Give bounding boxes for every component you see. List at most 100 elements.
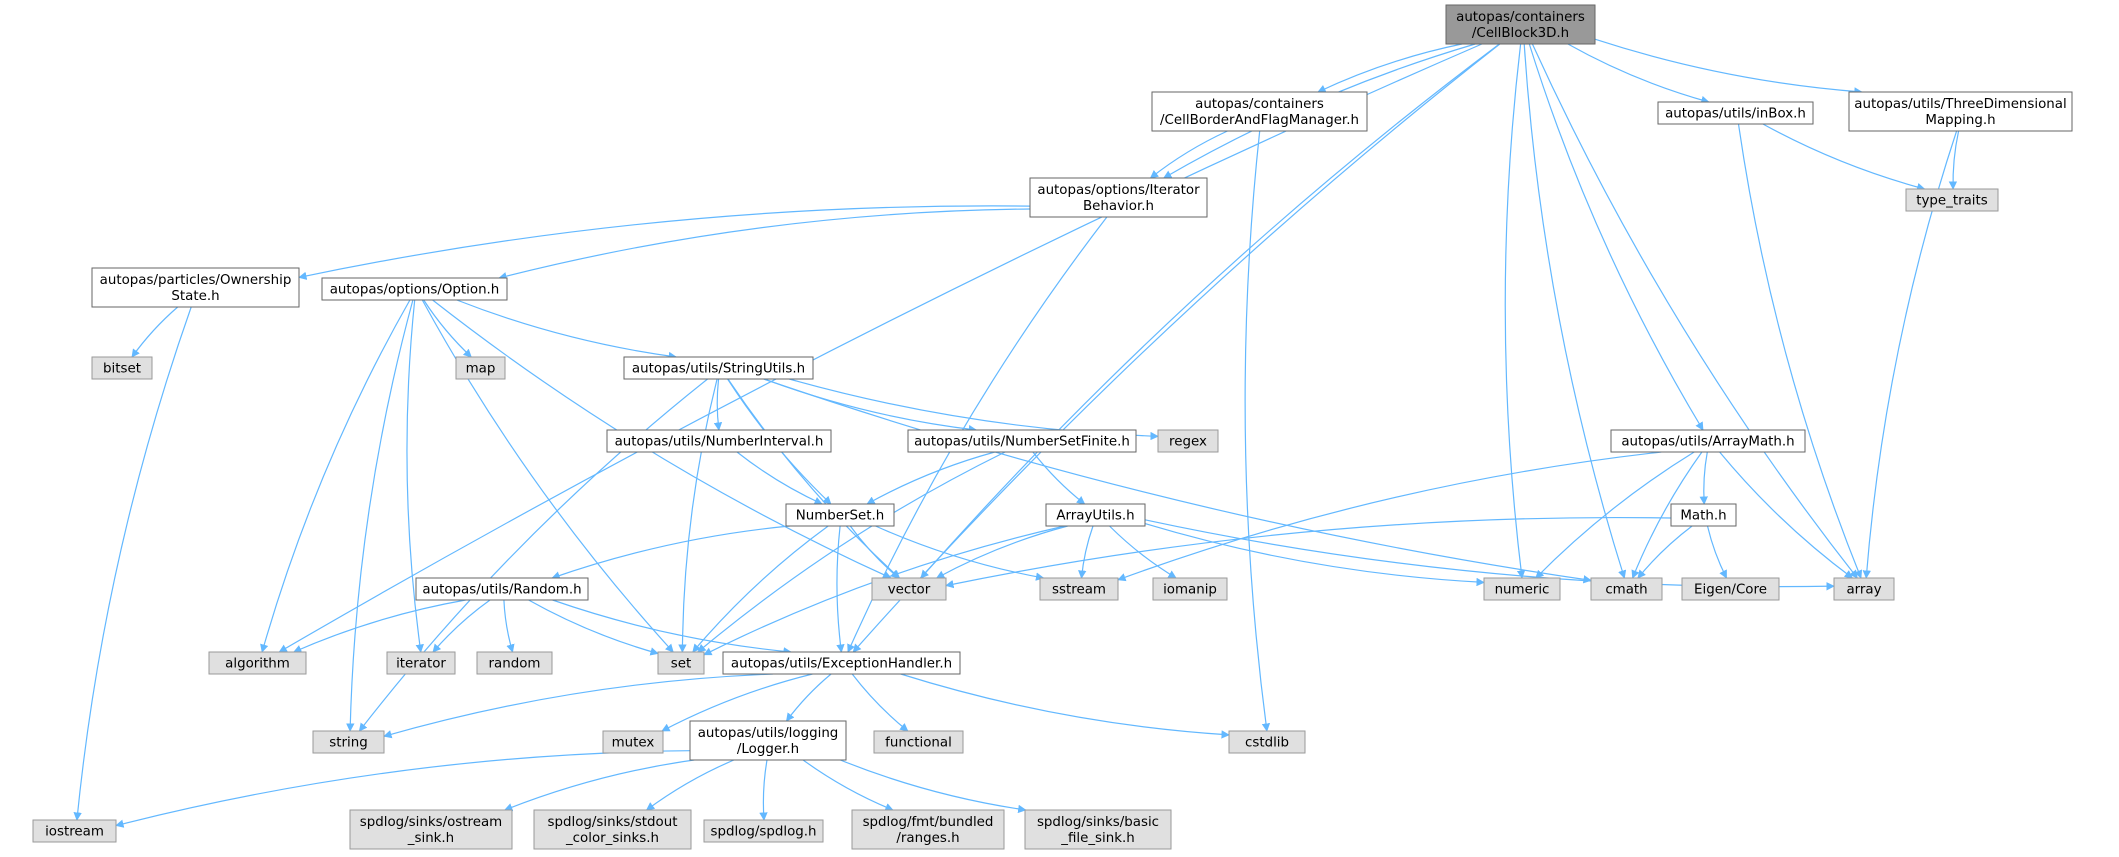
- node-box: [722, 651, 961, 675]
- node-label: functional: [885, 736, 952, 751]
- node-box: [476, 651, 553, 675]
- edge-root-to-cmath: [1523, 43, 1627, 579]
- node-ostream_sink: spdlog/sinks/ostream_sink.h: [349, 809, 513, 850]
- edge-random_h-to-algorithm: [293, 599, 466, 653]
- node-cellborder[interactable]: autopas/containers/CellBorderAndFlagMana…: [1151, 91, 1368, 132]
- edge-exhandler-to-mutex: [661, 673, 813, 732]
- node-box: [1039, 577, 1119, 601]
- node-box: [1657, 101, 1814, 125]
- node-box: [873, 730, 964, 754]
- nodes-layer: autopas/containers/CellBlock3D.h autopas/…: [32, 4, 2073, 850]
- node-root[interactable]: autopas/containers/CellBlock3D.h: [1445, 4, 1596, 45]
- edge-option-to-stringutils: [456, 299, 678, 361]
- edge-math-to-eigen: [1706, 525, 1728, 579]
- node-numberset[interactable]: NumberSet.h: [785, 503, 895, 527]
- edge-cellborder-to-iterbeh: [1149, 130, 1228, 179]
- node-label: Eigen/Core: [1694, 583, 1767, 598]
- node-iostream: iostream: [32, 819, 117, 843]
- node-box: [606, 429, 832, 453]
- node-box: [1590, 577, 1663, 601]
- edge-logger-to-spdlog: [759, 759, 768, 821]
- node-math[interactable]: Math.h: [1670, 503, 1737, 527]
- node-label: ArrayUtils.h: [1056, 509, 1134, 524]
- node-stringutils[interactable]: autopas/utils/StringUtils.h: [623, 356, 814, 380]
- edge-ownership-to-iostream: [73, 306, 192, 821]
- node-box: [415, 577, 589, 601]
- edge-random_h-to-set: [528, 599, 659, 656]
- node-label: autopas/utils/ArrayMath.h: [1621, 435, 1794, 450]
- edge-stringutils-to-string: [358, 378, 708, 732]
- edge-arrayutils-to-numeric: [1144, 523, 1485, 587]
- node-label: State.h: [171, 289, 219, 304]
- node-label: _sink.h: [407, 831, 454, 846]
- node-option[interactable]: autopas/options/Option.h: [321, 277, 508, 301]
- node-numinterval[interactable]: autopas/utils/NumberInterval.h: [606, 429, 832, 453]
- node-box: [1228, 730, 1306, 754]
- node-label: spdlog/sinks/stdout: [548, 815, 678, 830]
- node-label: numeric: [1495, 583, 1550, 598]
- node-label: spdlog/sinks/ostream: [360, 815, 502, 830]
- node-label: Behavior.h: [1083, 199, 1154, 214]
- node-box: [208, 651, 307, 675]
- node-box: [32, 819, 117, 843]
- node-algorithm: algorithm: [208, 651, 307, 675]
- node-exhandler[interactable]: autopas/utils/ExceptionHandler.h: [722, 651, 961, 675]
- node-stdout_sinks: spdlog/sinks/stdout_color_sinks.h: [533, 809, 692, 850]
- node-box: [1483, 577, 1561, 601]
- node-label: iterator: [396, 657, 446, 672]
- node-fmt_ranges: spdlog/fmt/bundled/ranges.h: [851, 809, 1005, 850]
- edge-stringutils-to-vector: [727, 378, 901, 579]
- node-label: autopas/utils/Random.h: [422, 583, 581, 598]
- node-box: [1670, 503, 1737, 527]
- node-label: /CellBorderAndFlagManager.h: [1160, 113, 1359, 128]
- node-arrayutils[interactable]: ArrayUtils.h: [1045, 503, 1146, 527]
- edge-numberset-to-random_h: [551, 525, 790, 580]
- node-regex: regex: [1157, 429, 1219, 453]
- edge-logger-to-basic_sink: [840, 759, 1027, 814]
- node-logger[interactable]: autopas/utils/logging/Logger.h: [689, 720, 847, 761]
- node-label: NumberSet.h: [796, 509, 885, 524]
- node-numsetfinite[interactable]: autopas/utils/NumberSetFinite.h: [907, 429, 1137, 453]
- edge-math-to-cmath: [1637, 525, 1693, 579]
- node-inbox[interactable]: autopas/utils/inBox.h: [1657, 101, 1814, 125]
- node-box: [657, 651, 705, 675]
- node-label: set: [671, 657, 691, 672]
- node-box: [321, 277, 508, 301]
- edge-option-to-map: [423, 299, 472, 358]
- node-arraymath[interactable]: autopas/utils/ArrayMath.h: [1610, 429, 1806, 453]
- node-box: [1045, 503, 1146, 527]
- node-label: vector: [888, 583, 931, 598]
- node-box: [1024, 809, 1172, 850]
- node-cstdlib: cstdlib: [1228, 730, 1306, 754]
- edges-layer: [73, 38, 1960, 828]
- node-array: array: [1833, 577, 1895, 601]
- edge-stringutils-to-regex: [789, 378, 1159, 441]
- edge-numsetfinite-to-numberset: [866, 451, 996, 505]
- node-box: [1157, 429, 1219, 453]
- node-label: random: [489, 657, 541, 672]
- node-label: _file_sink.h: [1060, 831, 1134, 846]
- edge-stringutils-to-cmath: [763, 378, 1592, 584]
- edge-arrayutils-to-iomanip: [1109, 525, 1177, 579]
- node-bitset: bitset: [91, 356, 153, 380]
- edge-option-to-algorithm: [260, 299, 411, 653]
- node-label: autopas/containers: [1195, 97, 1324, 112]
- node-label: string: [329, 736, 367, 751]
- node-box: [851, 809, 1005, 850]
- node-random_h[interactable]: autopas/utils/Random.h: [415, 577, 589, 601]
- edge-numsetfinite-to-set: [697, 451, 1006, 653]
- node-basic_sink: spdlog/sinks/basic_file_sink.h: [1024, 809, 1172, 850]
- edge-arraymath-to-array: [1719, 451, 1854, 579]
- node-label: autopas/utils/NumberSetFinite.h: [914, 435, 1130, 450]
- node-string: string: [312, 730, 385, 754]
- node-box: [91, 267, 300, 308]
- node-mutex: mutex: [602, 730, 664, 754]
- edge-random_h-to-iterator: [432, 599, 491, 653]
- edge-iterbeh-to-ownership: [298, 205, 1031, 280]
- node-label: autopas/utils/NumberInterval.h: [615, 435, 824, 450]
- node-box: [1848, 91, 2073, 132]
- node-label: autopas/utils/logging: [698, 726, 839, 741]
